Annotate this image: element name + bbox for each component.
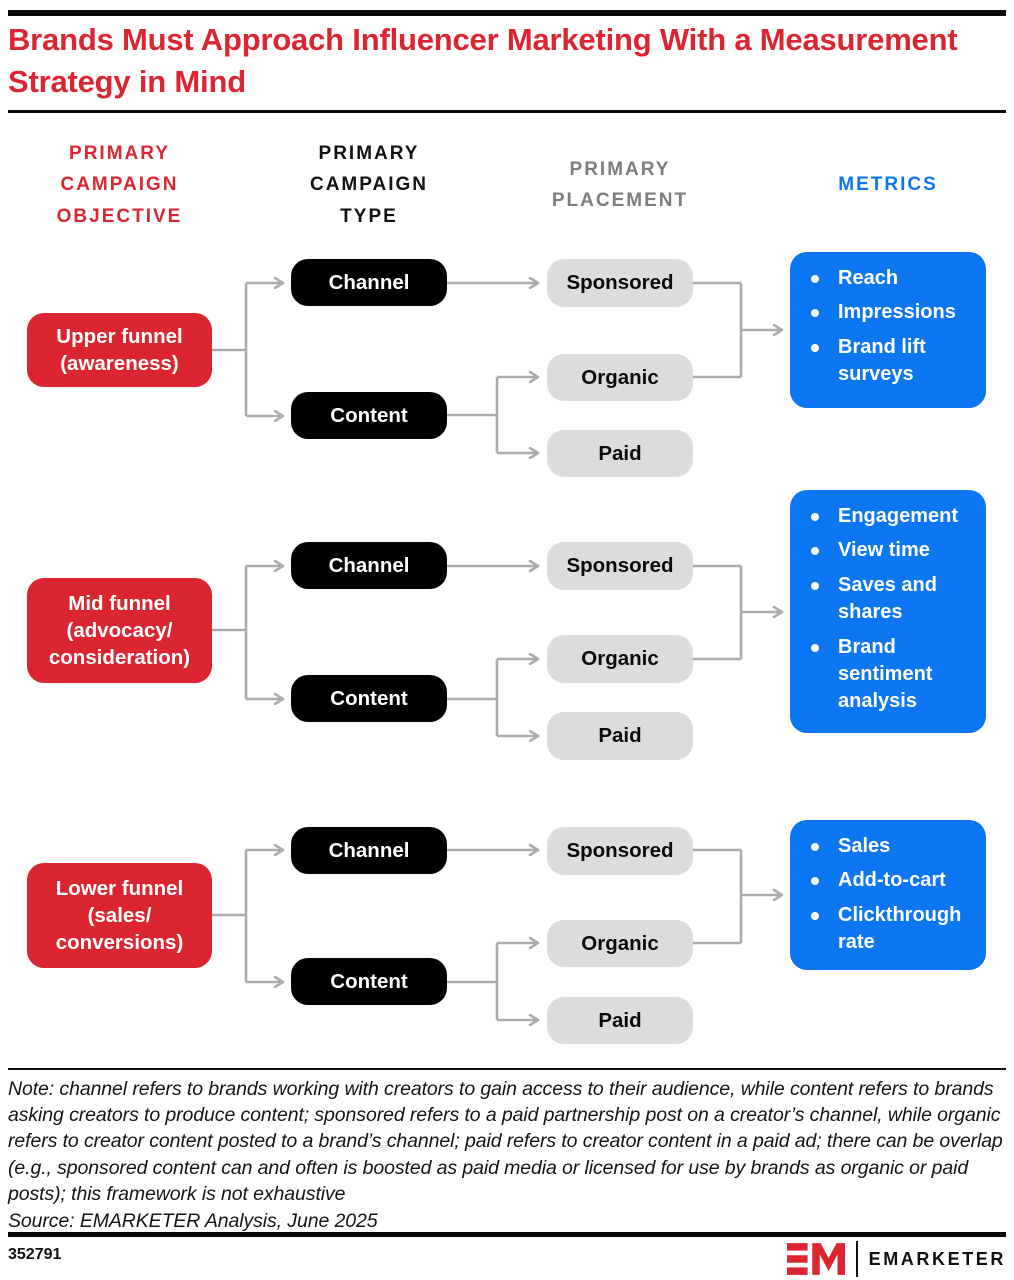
objective-box-mid-funnel: Mid funnel (advocacy/ consideration) — [27, 578, 212, 683]
logo-divider — [855, 1241, 858, 1277]
column-header-placement: PRIMARY PLACEMENT — [551, 158, 689, 211]
metric-item: Add-to-cart — [806, 867, 976, 894]
type-box-channel-3: Channel — [291, 827, 447, 874]
note-divider-rule — [8, 1068, 1006, 1070]
placement-box-organic-2: Organic — [547, 635, 693, 683]
metric-item: Engagement — [806, 503, 976, 530]
metrics-list-mid-funnel: Engagement View time Saves and shares Br… — [806, 503, 976, 716]
metric-item: Clickthrough rate — [806, 902, 976, 957]
logo-wordmark: EMARKETER — [868, 1248, 1006, 1269]
objective-box-lower-funnel: Lower funnel (sales/ conversions) — [27, 863, 212, 968]
placement-box-organic-3: Organic — [547, 920, 693, 967]
note-block: Note: channel refers to brands working w… — [8, 1076, 1008, 1234]
placement-box-paid-1: Paid — [547, 430, 693, 477]
chart-id: 352791 — [8, 1246, 62, 1263]
placement-box-paid-3: Paid — [547, 997, 693, 1044]
type-box-content-3: Content — [291, 958, 447, 1005]
column-header-metrics: METRICS — [838, 174, 938, 196]
metric-item: Brand lift surveys — [806, 334, 976, 389]
note-text: Note: channel refers to brands working w… — [8, 1078, 1003, 1205]
emarketer-logo: EMARKETER — [786, 1241, 1006, 1277]
placement-box-sponsored-3: Sponsored — [547, 827, 693, 875]
metrics-box-mid-funnel: Engagement View time Saves and shares Br… — [790, 490, 986, 733]
page-title: Brands Must Approach Influencer Marketin… — [8, 22, 958, 100]
metric-item: View time — [806, 537, 976, 564]
placement-box-organic-1: Organic — [547, 354, 693, 401]
em-logo-mark-icon — [786, 1243, 845, 1275]
objective-box-upper-funnel: Upper funnel (awareness) — [27, 313, 212, 387]
type-box-content-2: Content — [291, 675, 447, 722]
metric-item: Saves and shares — [806, 572, 976, 627]
type-box-channel-1: Channel — [291, 259, 447, 306]
placement-box-sponsored-2: Sponsored — [547, 542, 693, 590]
type-box-content-1: Content — [291, 392, 447, 439]
footer-rule — [8, 1232, 1006, 1237]
metric-item: Impressions — [806, 299, 976, 326]
placement-box-paid-2: Paid — [547, 712, 693, 760]
metric-item: Brand sentiment analysis — [806, 634, 976, 716]
title-divider-rule — [8, 110, 1006, 113]
type-box-channel-2: Channel — [291, 542, 447, 589]
top-rule — [8, 10, 1006, 16]
column-header-type: PRIMARY CAMPAIGN TYPE — [309, 142, 429, 227]
metrics-box-lower-funnel: Sales Add-to-cart Clickthrough rate — [790, 820, 986, 970]
metric-item: Sales — [806, 833, 976, 860]
source-text: Source: EMARKETER Analysis, June 2025 — [8, 1210, 378, 1233]
metric-item: Reach — [806, 265, 976, 292]
metrics-list-lower-funnel: Sales Add-to-cart Clickthrough rate — [806, 833, 976, 957]
placement-box-sponsored-1: Sponsored — [547, 259, 693, 307]
column-header-objective: PRIMARY CAMPAIGN OBJECTIVE — [56, 142, 183, 227]
metrics-list-upper-funnel: Reach Impressions Brand lift surveys — [806, 265, 976, 389]
metrics-box-upper-funnel: Reach Impressions Brand lift surveys — [790, 252, 986, 408]
